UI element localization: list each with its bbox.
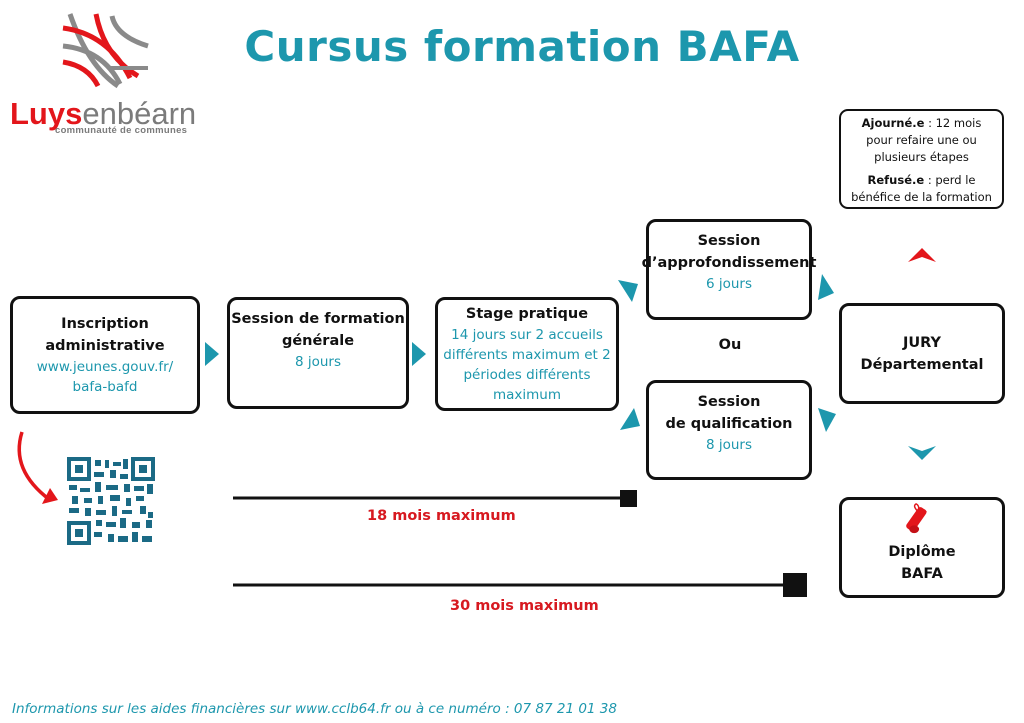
qr-code bbox=[67, 457, 155, 545]
qualification-title: Session bbox=[697, 394, 761, 410]
curved-arrow-icon bbox=[17, 431, 52, 502]
arrow-up-icon bbox=[908, 248, 936, 262]
ajourne-text: : 12 mois pour refaire une ou plusieurs … bbox=[866, 116, 982, 164]
timeline-30-end bbox=[783, 573, 807, 597]
formation-generale-title: Session de formation bbox=[231, 311, 405, 327]
arrow-right-icon bbox=[205, 342, 219, 366]
arrow-down-right-icon bbox=[620, 408, 640, 430]
inscription-link[interactable]: www.jeunes.gouv.fr/ bbox=[36, 359, 174, 375]
qualification-title-2: de qualification bbox=[665, 416, 793, 432]
step-jury: JURY Départemental bbox=[839, 303, 1005, 404]
qualification-duration: 8 jours bbox=[705, 437, 753, 453]
jury-title-2: Départemental bbox=[860, 356, 984, 373]
timeline-18-label: 18 mois maximum bbox=[367, 508, 516, 524]
logo-brand-grey: enbéarn bbox=[82, 96, 197, 131]
jury-title: JURY bbox=[902, 334, 942, 351]
stage-pratique-desc-2: différents maximum et 2 bbox=[443, 347, 611, 363]
logo-wordmark: Luysenbéarn bbox=[10, 98, 196, 130]
inscription-title-2: administrative bbox=[45, 338, 165, 354]
stage-pratique-title: Stage pratique bbox=[465, 306, 589, 322]
stage-pratique-desc-3: périodes différents bbox=[463, 367, 591, 383]
arrow-to-jury-icon bbox=[818, 274, 834, 300]
arrow-down-icon bbox=[908, 446, 936, 460]
step-stage-pratique: Stage pratique 14 jours sur 2 accueils d… bbox=[435, 297, 619, 411]
logo-subtitle: communauté de communes bbox=[55, 125, 188, 136]
step-approfondissement: Session d’approfondissement 6 jours bbox=[642, 219, 816, 320]
refuse-text: : perd le bénéfice de la formation bbox=[851, 173, 992, 204]
page-title: Cursus formation BAFA bbox=[244, 22, 800, 71]
diplome-title-2: BAFA bbox=[901, 566, 943, 582]
step-formation-generale: Session de formation générale 8 jours bbox=[227, 297, 409, 409]
arrow-to-jury-icon bbox=[818, 408, 836, 432]
diploma-scroll-icon bbox=[906, 503, 927, 534]
diplome-title: Diplôme bbox=[888, 544, 956, 560]
inscription-title: Inscription bbox=[61, 316, 149, 332]
ajourne-label: Ajourné.e bbox=[861, 116, 925, 130]
refuse-label: Refusé.e bbox=[867, 173, 925, 187]
stage-pratique-desc: 14 jours sur 2 accueils bbox=[451, 327, 603, 343]
jury-outcome-note: Ajourné.e : 12 mois pour refaire une ou … bbox=[839, 109, 1004, 209]
logo-brand-red: Luys bbox=[10, 96, 83, 131]
arrow-right-icon bbox=[412, 342, 426, 366]
inscription-link-2[interactable]: bafa-bafd bbox=[72, 379, 138, 395]
refuse-note: Refusé.e : perd le bénéfice de la format… bbox=[847, 172, 996, 206]
formation-generale-title-2: générale bbox=[281, 333, 355, 349]
logo-graphic bbox=[62, 13, 149, 89]
step-diplome: Diplôme BAFA bbox=[839, 497, 1005, 598]
ajourne-note: Ajourné.e : 12 mois pour refaire une ou … bbox=[847, 115, 996, 166]
timeline-18-end bbox=[620, 490, 637, 507]
approfondissement-title-2: d’approfondissement bbox=[641, 255, 817, 271]
step-inscription: Inscription administrative www.jeunes.go… bbox=[10, 296, 200, 414]
footer-info: Informations sur les aides financières s… bbox=[12, 701, 617, 717]
approfondissement-title: Session bbox=[697, 233, 761, 249]
approfondissement-duration: 6 jours bbox=[705, 276, 753, 292]
or-label: Ou bbox=[718, 337, 742, 353]
arrow-up-right-icon bbox=[618, 280, 638, 302]
step-qualification: Session de qualification 8 jours bbox=[646, 380, 812, 480]
timeline-30-label: 30 mois maximum bbox=[450, 598, 599, 614]
stage-pratique-desc-4: maximum bbox=[492, 387, 562, 403]
formation-generale-duration: 8 jours bbox=[294, 354, 342, 370]
